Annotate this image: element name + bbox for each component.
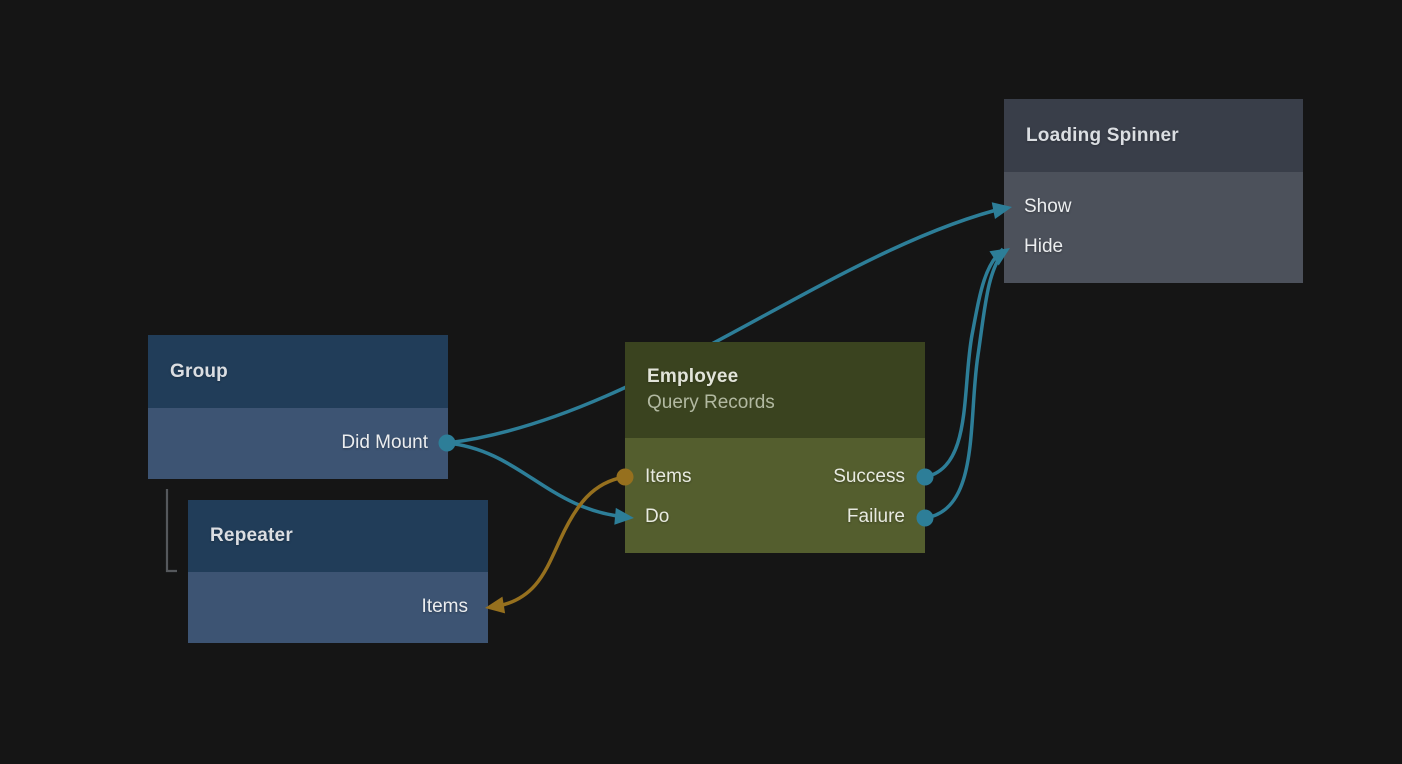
- node-loading-spinner-header[interactable]: Loading Spinner: [1004, 99, 1303, 172]
- port-do-in[interactable]: Do: [645, 506, 670, 527]
- node-subtitle: Query Records: [647, 392, 775, 413]
- port-label: Did Mount: [341, 432, 428, 453]
- node-repeater-body: Items: [188, 572, 488, 643]
- port-show-in[interactable]: Show: [1004, 187, 1303, 227]
- port-row-items-success: Items Success: [625, 457, 925, 497]
- node-employee[interactable]: Employee Query Records Items Success Do …: [625, 342, 925, 553]
- port-success-out[interactable]: Success: [833, 466, 905, 487]
- node-title: Loading Spinner: [1026, 124, 1179, 146]
- node-employee-header[interactable]: Employee Query Records: [625, 342, 925, 438]
- port-label: Items: [421, 596, 468, 617]
- port-label: Hide: [1024, 236, 1064, 257]
- port-items-out[interactable]: Items: [645, 466, 692, 487]
- port-items-in[interactable]: Items: [188, 587, 488, 627]
- port-did-mount[interactable]: Did Mount: [148, 423, 448, 463]
- node-group[interactable]: Group Did Mount: [148, 335, 448, 479]
- node-title: Group: [170, 360, 228, 382]
- node-group-header[interactable]: Group: [148, 335, 448, 408]
- port-failure-out[interactable]: Failure: [846, 506, 905, 527]
- port-hide-in[interactable]: Hide: [1004, 227, 1303, 267]
- port-row-do-failure: Do Failure: [625, 497, 925, 537]
- node-repeater-header[interactable]: Repeater: [188, 500, 488, 572]
- node-group-body: Did Mount: [148, 408, 448, 479]
- port-label: Show: [1024, 196, 1072, 217]
- node-employee-body: Items Success Do Failure: [625, 438, 925, 553]
- node-loading-spinner-body: Show Hide: [1004, 172, 1303, 283]
- node-repeater[interactable]: Repeater Items: [188, 500, 488, 643]
- node-loading-spinner[interactable]: Loading Spinner Show Hide: [1004, 99, 1303, 283]
- node-title: Employee: [647, 366, 739, 387]
- node-title: Repeater: [210, 525, 293, 546]
